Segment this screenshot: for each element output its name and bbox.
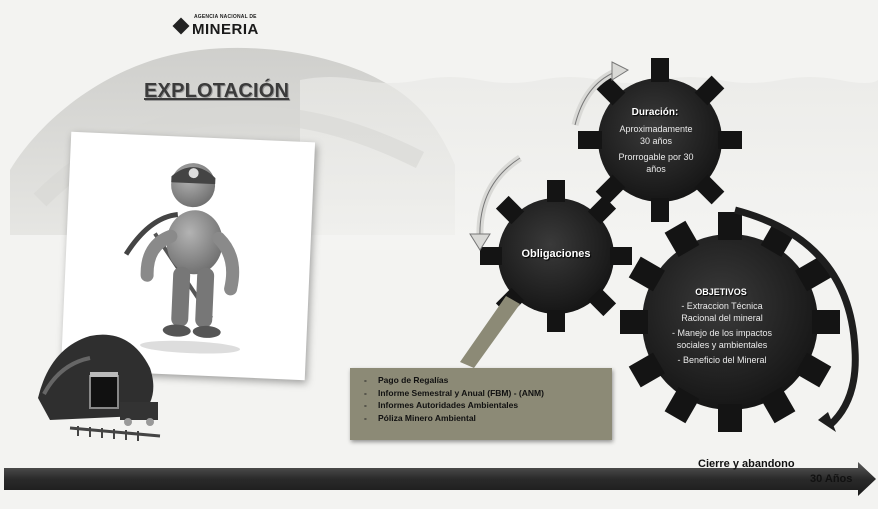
- timeline-label: Cierre y abandono: [698, 458, 795, 470]
- obligations-list: Pago de Regalías Informe Semestral y Anu…: [350, 368, 612, 440]
- mine-entrance-icon: [38, 334, 161, 441]
- gear-objetivos-text: - Extraccion Técnica Racional del minera…: [662, 300, 782, 366]
- gear-objetivos-title: OBJETIVOS: [695, 287, 747, 297]
- objetivos-line: - Beneficio del Mineral: [677, 355, 767, 365]
- timeline-end-label: 30 Años: [810, 473, 853, 485]
- miner-figure-icon: [123, 163, 240, 354]
- gear-obligaciones: [480, 180, 632, 332]
- arrow-right: [734, 206, 859, 428]
- list-pointer: [460, 296, 520, 368]
- objetivos-line: - Manejo de los impactos: [671, 328, 773, 338]
- list-item: Pago de Regalías: [364, 374, 612, 387]
- page-title: EXPLOTACIÓN: [144, 80, 290, 102]
- objetivos-line: - Extraccion Técnica: [681, 301, 763, 311]
- logo-agency-name: MINERIA: [192, 21, 259, 38]
- duracion-line: Prorrogable por 30: [618, 152, 694, 162]
- gear-obligaciones-label: Obligaciones: [521, 248, 591, 260]
- duracion-line: Aproximadamente: [619, 124, 693, 134]
- duracion-line: 30 años: [639, 136, 673, 146]
- wave-band: [300, 77, 878, 250]
- gear-duracion-title: Duración:: [631, 107, 679, 118]
- gear-duracion-text: Aproximadamente 30 años Prorrogable por …: [596, 123, 716, 175]
- arrow-top-outline: [574, 71, 616, 126]
- agency-logo: AGENCIA NACIONAL DE MINERIA: [172, 12, 282, 42]
- duracion-line: años: [646, 164, 666, 174]
- logo-agency-small: AGENCIA NACIONAL DE: [194, 14, 257, 20]
- list-item: Informes Autoridades Ambientales: [364, 399, 612, 412]
- gear-duracion: [578, 58, 742, 222]
- timeline-arrow: [4, 462, 876, 496]
- list-item: Informe Semestral y Anual (FBM) - (ANM): [364, 387, 612, 400]
- objetivos-line: sociales y ambientales: [676, 340, 768, 350]
- gear-objetivos: [620, 212, 840, 432]
- miner-photo: [60, 131, 316, 381]
- list-item: Póliza Minero Ambiental: [364, 412, 612, 425]
- objetivos-line: Racional del mineral: [681, 313, 763, 323]
